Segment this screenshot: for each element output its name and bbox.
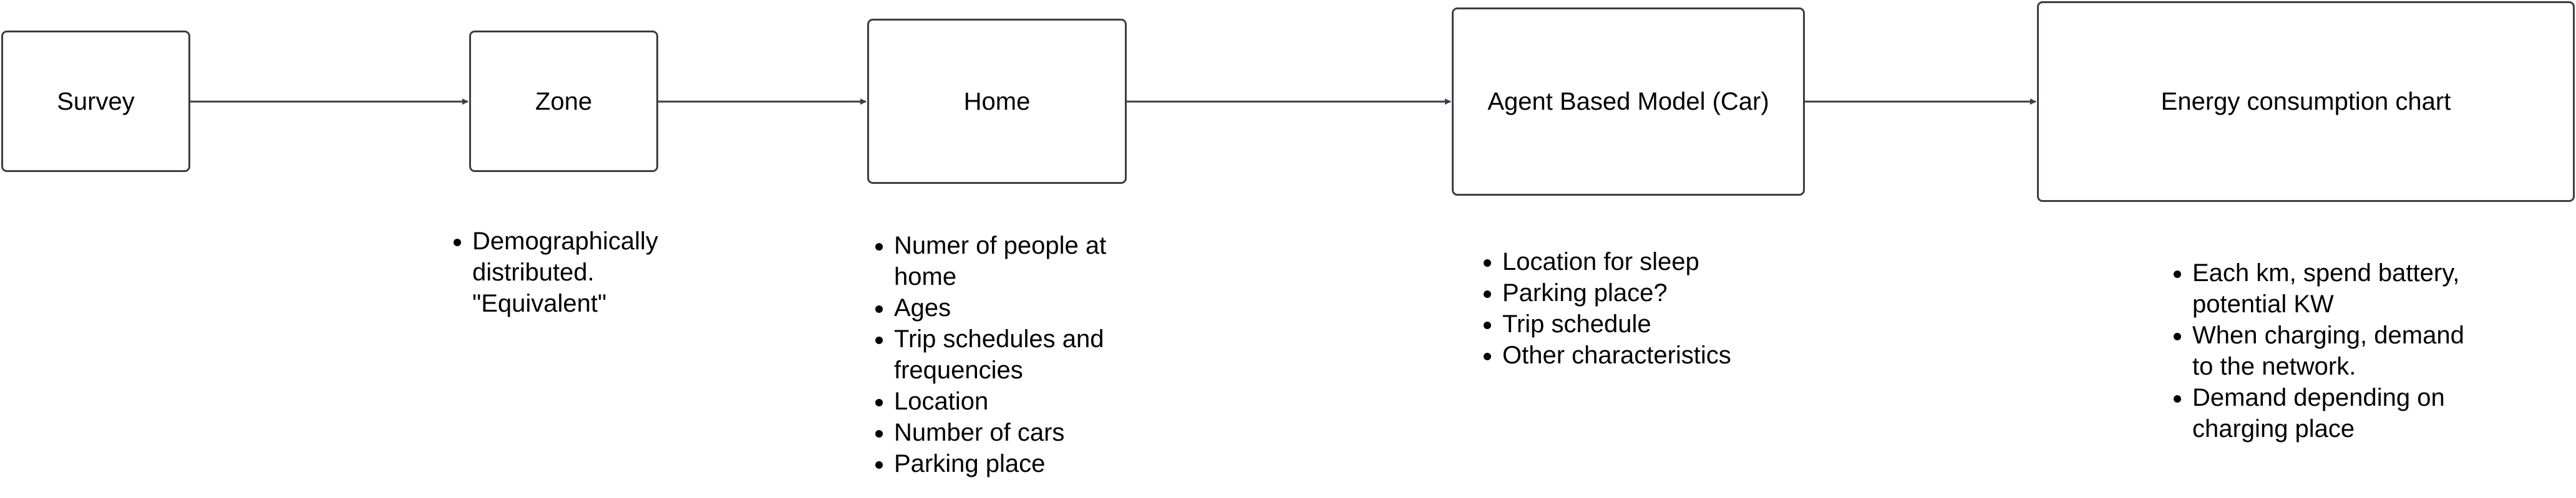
node-zone[interactable]: Zone — [469, 31, 658, 172]
node-zone-label: Zone — [535, 87, 593, 115]
agent-based-model-note-item: Other characteristics — [1502, 340, 1852, 371]
home-note-item: Ages — [894, 292, 1162, 323]
home-note-item: Numer of people at home — [894, 230, 1162, 292]
energy-consumption-notes: Each km, spend battery, potential KW Whe… — [2164, 257, 2467, 444]
home-notes: Numer of people at home Ages Trip schedu… — [865, 230, 1162, 479]
node-energy-consumption-chart-label: Energy consumption chart — [2160, 88, 2451, 115]
agent-based-model-notes: Location for sleep Parking place? Trip s… — [1474, 246, 1852, 371]
agent-based-model-note-item: Location for sleep — [1502, 246, 1852, 277]
energy-consumption-note-item: Demand depending on charging place — [2192, 382, 2467, 444]
home-note-item: Parking place — [894, 448, 1162, 479]
energy-consumption-note-item: When charging, demand to the network. — [2192, 320, 2467, 382]
agent-based-model-note-item: Trip schedule — [1502, 309, 1852, 340]
agent-based-model-note-item: Parking place? — [1502, 277, 1852, 309]
node-energy-consumption-chart[interactable]: Energy consumption chart — [2037, 1, 2575, 202]
energy-consumption-note-item: Each km, spend battery, potential KW — [2192, 257, 2467, 320]
node-agent-based-model-label: Agent Based Model (Car) — [1487, 88, 1769, 115]
home-note-item: Location — [894, 386, 1162, 417]
node-agent-based-model[interactable]: Agent Based Model (Car) — [1452, 7, 1805, 196]
zone-notes: Demographically distributed. "Equivalent… — [444, 226, 728, 319]
node-survey-label: Survey — [57, 87, 135, 115]
node-home[interactable]: Home — [867, 19, 1127, 184]
zone-note-item: Demographically distributed. "Equivalent… — [472, 226, 728, 319]
home-note-item: Trip schedules and frequencies — [894, 323, 1162, 386]
node-home-label: Home — [963, 87, 1031, 115]
node-survey[interactable]: Survey — [1, 31, 190, 172]
home-note-item: Number of cars — [894, 417, 1162, 448]
